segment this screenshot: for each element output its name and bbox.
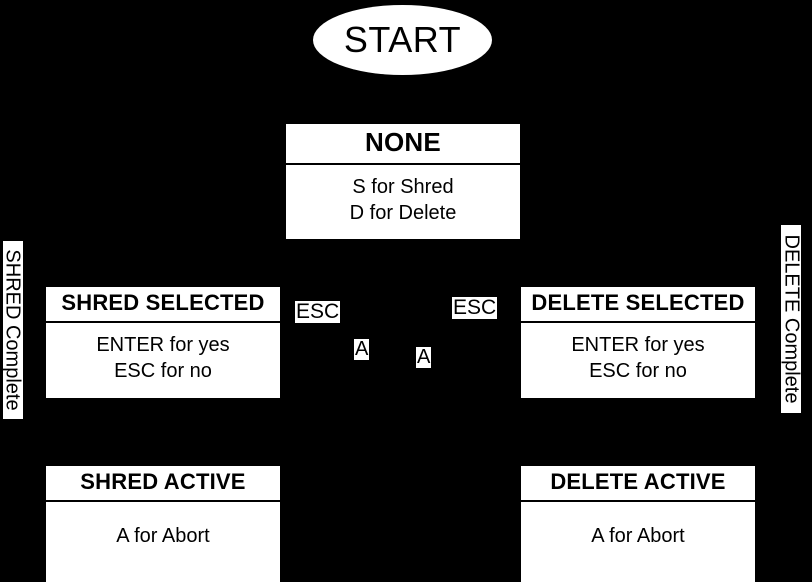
state-body-line: ENTER for yes — [571, 334, 705, 356]
edge-label-abort-right: A — [416, 346, 432, 368]
side-label-delete-complete-text: DELETE Complete — [780, 234, 802, 404]
side-label-shred-complete-text: SHRED Complete — [2, 249, 25, 411]
state-body-line: A for Abort — [116, 525, 210, 547]
side-label-shred-complete: SHRED Complete — [2, 240, 24, 420]
edge-none-to-delete-selected — [637, 241, 639, 283]
edge-start-to-none — [401, 74, 403, 122]
state-body-shred-selected: ENTER for yes ESC for no — [46, 323, 280, 398]
state-body-delete-selected: ENTER for yes ESC for no — [521, 323, 755, 398]
side-label-delete-complete: DELETE Complete — [780, 224, 802, 414]
state-body-line: S for Shred — [352, 176, 454, 198]
state-title-delete-selected: DELETE SELECTED — [521, 287, 755, 323]
state-body-line: A for Abort — [591, 525, 685, 547]
state-node-shred-selected[interactable]: SHRED SELECTED ENTER for yes ESC for no — [44, 285, 282, 400]
edge-shred-selected-to-active — [162, 400, 164, 462]
start-node[interactable]: START — [313, 5, 492, 75]
state-body-shred-active: A for Abort — [46, 502, 280, 582]
state-title-none: NONE — [286, 124, 520, 165]
edge-shred-complete-return — [22, 300, 44, 302]
state-node-shred-active[interactable]: SHRED ACTIVE A for Abort — [44, 464, 282, 582]
edge-delete-abort-return — [520, 330, 522, 562]
state-node-delete-selected[interactable]: DELETE SELECTED ENTER for yes ESC for no — [519, 285, 757, 400]
state-body-delete-active: A for Abort — [521, 502, 755, 582]
edge-shred-abort-return — [282, 330, 284, 562]
state-body-line: ESC for no — [589, 359, 687, 382]
state-title-shred-selected: SHRED SELECTED — [46, 287, 280, 323]
state-node-none[interactable]: NONE S for Shred D for Delete — [284, 122, 522, 241]
edge-label-abort-left: A — [354, 338, 370, 360]
state-body-none: S for Shred D for Delete — [286, 165, 520, 239]
state-body-line: ENTER for yes — [96, 334, 230, 356]
edge-delete-complete-return — [758, 300, 780, 302]
edge-delete-selected-to-active — [637, 400, 639, 462]
edge-label-esc-right: ESC — [452, 296, 498, 320]
state-body-line: ESC for no — [114, 359, 212, 382]
state-title-delete-active: DELETE ACTIVE — [521, 466, 755, 502]
state-title-shred-active: SHRED ACTIVE — [46, 466, 280, 502]
state-body-line: D for Delete — [349, 201, 457, 224]
edge-none-to-shred-selected — [162, 241, 164, 283]
start-node-label: START — [343, 19, 462, 60]
state-node-delete-active[interactable]: DELETE ACTIVE A for Abort — [519, 464, 757, 582]
edge-label-esc-left: ESC — [295, 300, 341, 324]
